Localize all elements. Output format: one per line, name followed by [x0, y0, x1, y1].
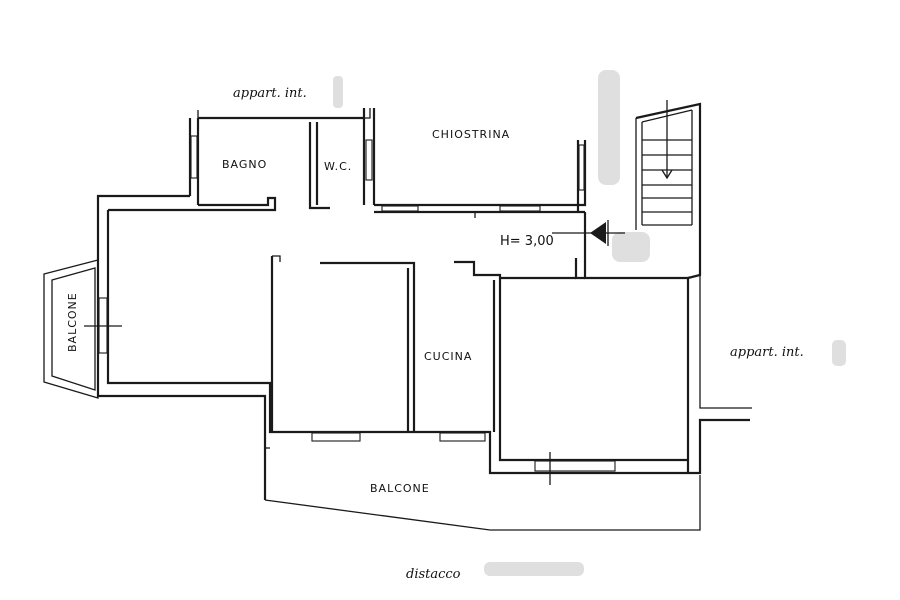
label-balcone-bottom: BALCONE [370, 482, 430, 495]
window-chiostrina-left [381, 205, 419, 212]
window-wc [365, 139, 373, 181]
outer-walls [43, 102, 752, 531]
window-room-3 [534, 460, 616, 472]
label-cucina: CUCINA [424, 350, 472, 363]
window-room-1 [311, 432, 361, 442]
entrance-arrow-icon [552, 220, 625, 246]
label-wc: W.C. [324, 160, 352, 173]
staircase [641, 100, 693, 226]
redaction-smudge-mid [612, 232, 650, 262]
label-bagno: BAGNO [222, 158, 267, 171]
interior-walls [270, 212, 688, 462]
label-appart-top: appart. int. [233, 86, 307, 101]
label-chiostrina: CHIOSTRINA [432, 128, 510, 141]
label-balcone-left: BALCONE [66, 292, 79, 352]
window-chiostrina-right [499, 205, 541, 212]
windows [84, 135, 616, 485]
window-chiostrina-side [578, 144, 585, 191]
label-height: H= 3,00 [500, 234, 554, 249]
redaction-smudge-bottom [484, 562, 584, 576]
redaction-smudge-stair [598, 70, 620, 185]
redaction-smudge-right [832, 340, 846, 366]
window-room-2 [439, 432, 486, 442]
label-distacco: distacco [406, 567, 461, 582]
label-appart-right: appart. int. [730, 345, 804, 360]
redaction-smudge-top [333, 76, 343, 108]
window-bagno [190, 135, 198, 179]
